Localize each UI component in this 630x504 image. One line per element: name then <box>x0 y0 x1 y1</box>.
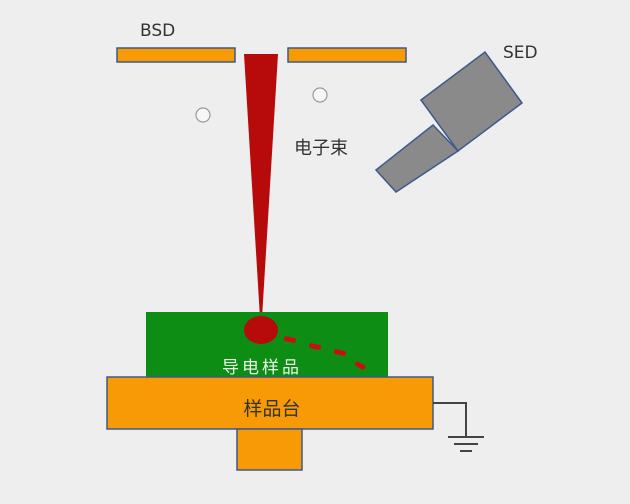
sed-label: SED <box>503 43 538 63</box>
sed-detector-nozzle <box>374 123 460 193</box>
bsd-plate-right <box>287 47 407 63</box>
ground-wire <box>433 402 467 436</box>
electron-circle-right <box>312 87 328 103</box>
conduction-dash <box>354 361 366 370</box>
sample-label: 导电样品 <box>222 358 302 378</box>
electron-beam <box>244 54 278 318</box>
ground-icon <box>433 402 484 452</box>
sed-detector-body <box>419 50 524 153</box>
bsd-plate-left <box>116 47 236 63</box>
sed-detector <box>374 50 524 193</box>
stage-label: 样品台 <box>243 398 300 420</box>
conduction-dash <box>308 343 321 350</box>
conduction-dash <box>333 349 346 356</box>
stage-support-post <box>236 428 303 471</box>
electron-beam-label: 电子束 <box>294 138 348 159</box>
bsd-label: BSD <box>140 21 175 41</box>
beam-impact-spot <box>244 316 278 344</box>
electron-circle-left <box>195 107 211 123</box>
conduction-dash <box>283 336 296 343</box>
